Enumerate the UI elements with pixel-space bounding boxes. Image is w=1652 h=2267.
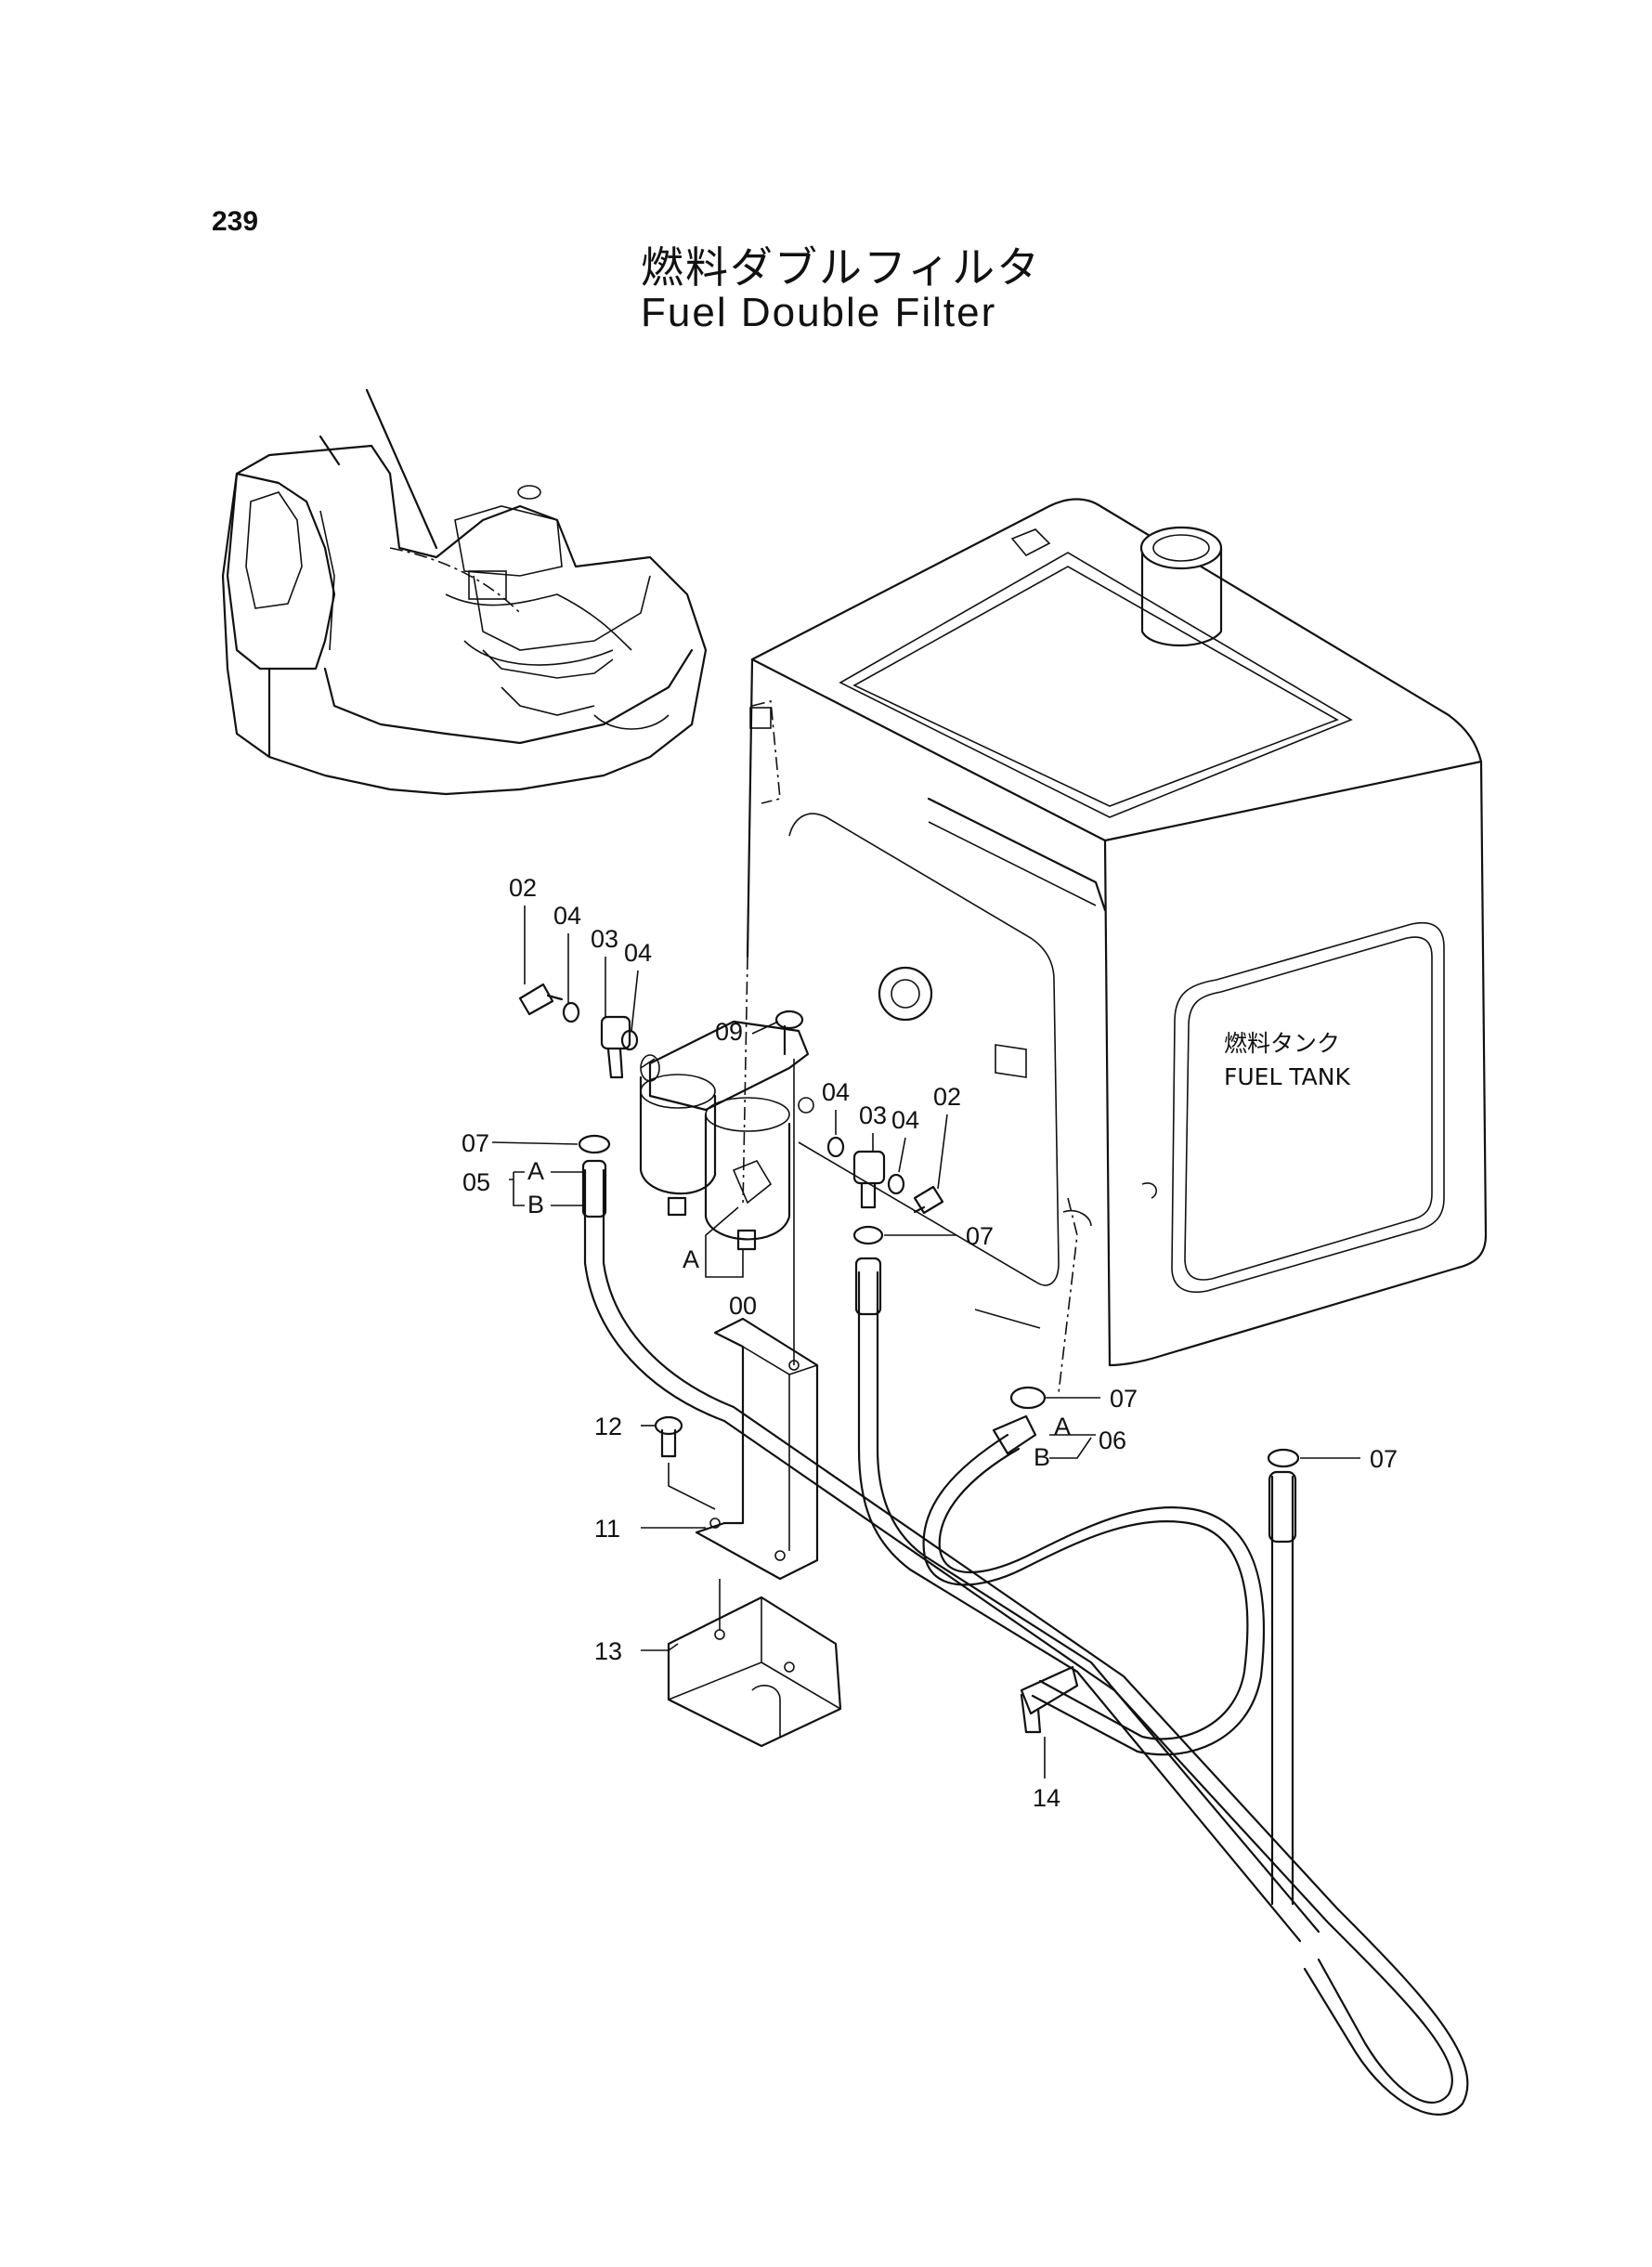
callout-11: 11 — [594, 1515, 620, 1543]
callout-02-right: 02 — [933, 1083, 961, 1111]
callout-12: 12 — [594, 1413, 622, 1440]
callout-06: 06 — [1099, 1427, 1126, 1454]
left-fittings — [518, 983, 639, 1154]
bracket-11 — [695, 1317, 819, 1581]
callout-03-left: 03 — [591, 925, 618, 953]
title-japanese: 燃料ダブルフィルタ — [641, 242, 1042, 293]
callout-05-a: A — [527, 1157, 544, 1185]
callout-00: 00 — [729, 1292, 757, 1320]
callout-04-right-a: 04 — [822, 1078, 850, 1106]
hose-06 — [922, 1386, 1266, 1756]
hose-05 — [581, 1159, 1469, 2116]
callout-07-far: 07 — [1370, 1445, 1398, 1473]
cover-13 — [667, 1579, 842, 1748]
callout-05-b: B — [527, 1191, 544, 1218]
callout-07-left: 07 — [462, 1129, 489, 1157]
callout-02-left: 02 — [509, 874, 537, 902]
callout-04-right-b: 04 — [891, 1106, 919, 1134]
callout-07-mid: 07 — [966, 1222, 994, 1250]
double-filter-assembly — [639, 1010, 814, 1365]
clamp-14 — [1020, 1665, 1079, 1734]
bolt-12 — [654, 1415, 716, 1510]
fuel-tank — [742, 498, 1488, 1394]
callout-07-lower: 07 — [1110, 1385, 1138, 1413]
callout-05: 05 — [462, 1168, 490, 1196]
callout-labels: 02 04 03 04 09 07 05 A B 04 03 04 02 07 … — [462, 874, 1398, 1812]
fuel-tank-label: 燃料タンク FUEL TANK — [1224, 1030, 1350, 1090]
callout-04-left-a: 04 — [553, 902, 581, 930]
page-number: 239 — [212, 206, 259, 237]
leader-lines — [491, 905, 1360, 1778]
title-english: Fuel Double Filter — [641, 290, 997, 335]
callout-14: 14 — [1033, 1784, 1060, 1812]
hose-mid — [854, 1257, 1320, 1943]
right-fittings — [826, 1136, 944, 1245]
callout-06-b: B — [1034, 1443, 1050, 1471]
callout-13: 13 — [594, 1637, 622, 1665]
callout-06-a: A — [1054, 1413, 1071, 1440]
hose-far-right — [1267, 1448, 1300, 1906]
tank-label-japanese: 燃料タンク — [1224, 1030, 1340, 1057]
callout-03-right: 03 — [859, 1101, 887, 1129]
callout-09: 09 — [715, 1018, 743, 1046]
tank-label-english: FUEL TANK — [1224, 1063, 1350, 1090]
callout-00-a: A — [683, 1245, 699, 1273]
callout-04-left-b: 04 — [624, 939, 652, 967]
excavator-overview — [221, 388, 708, 796]
